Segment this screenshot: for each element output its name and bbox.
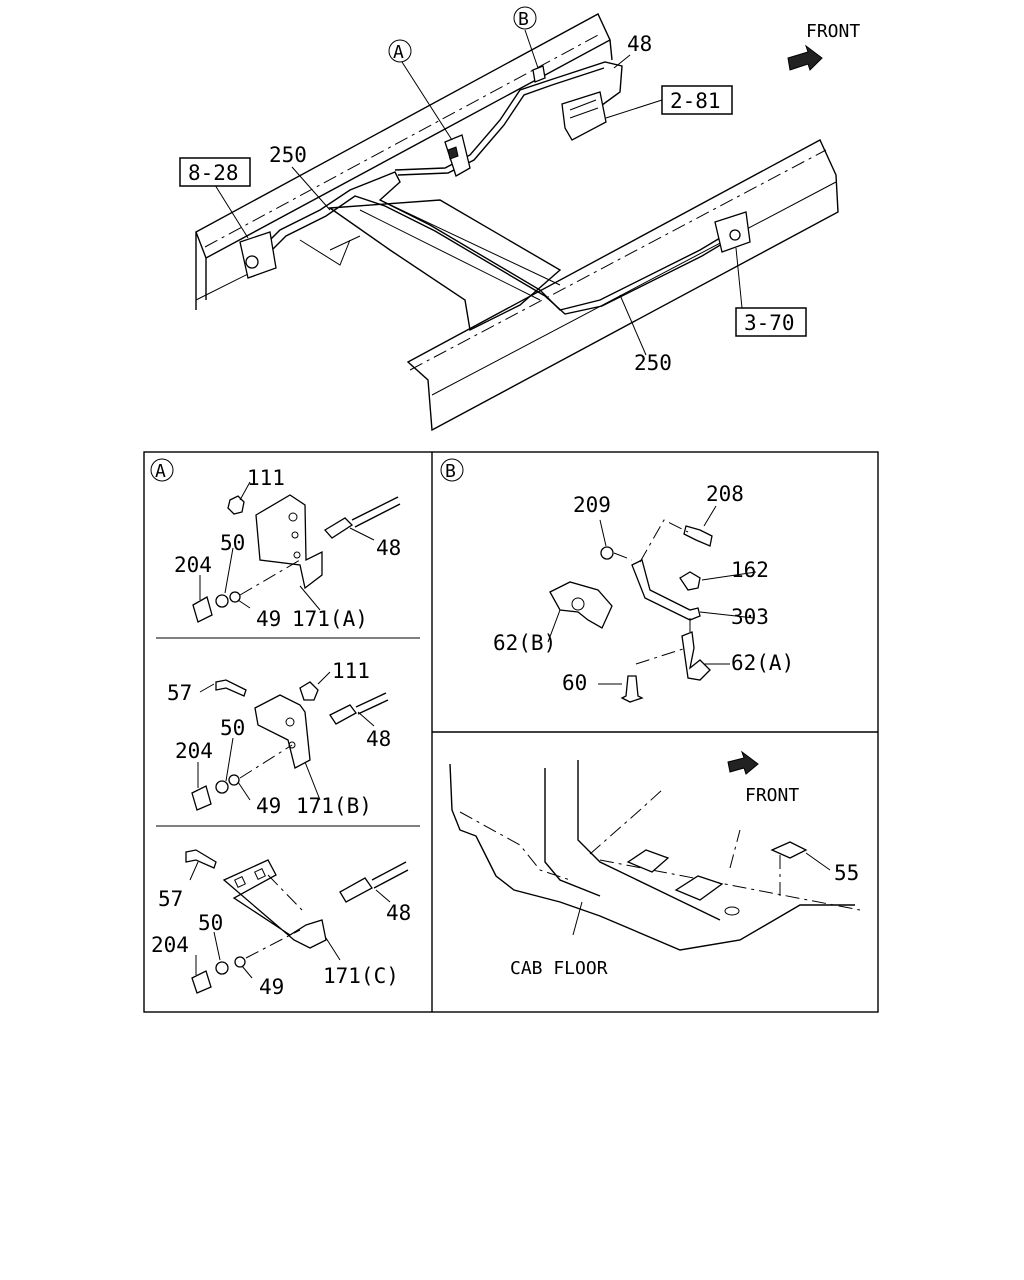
callout-250-lower: 250 xyxy=(634,351,672,375)
top-assembly-view: FRONT B A 48 2-81 8-28 250 3-70 250 xyxy=(179,6,860,432)
label-49-b: 49 xyxy=(256,794,281,818)
washer-49-b xyxy=(228,774,240,786)
bracket-171a xyxy=(255,494,323,590)
front-label: FRONT xyxy=(806,21,860,42)
label-62a: 62(A) xyxy=(731,651,794,675)
clamp-62a xyxy=(681,631,711,681)
bracket-171c xyxy=(222,859,327,949)
fitting-48-c xyxy=(339,877,373,903)
plug-55 xyxy=(770,841,808,859)
clip-b-top xyxy=(532,65,546,83)
label-48-b: 48 xyxy=(366,727,391,751)
floor-front-arrow-icon xyxy=(727,750,759,775)
panel-b: B 209 208 162 303 62(B) 62(A) 60 xyxy=(440,458,794,703)
label-57-b: 57 xyxy=(167,681,192,705)
floor-front-label: FRONT xyxy=(745,785,799,806)
panel-b-marker: B xyxy=(445,461,456,482)
panel-cab-floor: FRONT CAB FLOOR 55 xyxy=(449,750,861,979)
label-208: 208 xyxy=(706,482,744,506)
label-50-c: 50 xyxy=(198,911,223,935)
bolt-60 xyxy=(620,675,644,703)
fitting-48-a xyxy=(323,517,354,539)
label-57-c: 57 xyxy=(158,887,183,911)
nut-50-c xyxy=(215,961,229,975)
variant-b: 57 111 50 204 48 49 171(B) xyxy=(167,659,391,818)
label-171a: 171(A) xyxy=(292,607,368,631)
bolt-57-b xyxy=(215,679,247,697)
ref-2-81: 2-81 xyxy=(670,89,721,113)
cab-floor-outline xyxy=(449,760,855,951)
nut-50-a xyxy=(215,594,229,608)
nut-111-b xyxy=(299,681,319,701)
label-204-b: 204 xyxy=(175,739,213,763)
lower-frame-rail-centerline xyxy=(409,149,827,371)
panel-a: A 111 50 204 48 49 171(A) xyxy=(150,458,411,999)
label-204-c: 204 xyxy=(151,933,189,957)
ref-3-70: 3-70 xyxy=(744,311,795,335)
floor-pad-lower xyxy=(674,875,724,901)
label-50-b: 50 xyxy=(220,716,245,740)
label-303: 303 xyxy=(731,605,769,629)
label-60: 60 xyxy=(562,671,587,695)
panel-a-marker: A xyxy=(155,461,166,482)
cab-floor-label: CAB FLOOR xyxy=(510,958,608,979)
label-209: 209 xyxy=(573,493,611,517)
cap-204-b xyxy=(191,785,212,811)
label-171c: 171(C) xyxy=(323,964,399,988)
detail-frame xyxy=(143,451,879,1013)
callout-250-upper: 250 xyxy=(269,143,307,167)
label-111-b: 111 xyxy=(332,659,370,683)
label-111-a: 111 xyxy=(247,466,285,490)
floor-pad-upper xyxy=(626,849,670,873)
variant-c: 57 50 204 48 49 171(C) xyxy=(151,849,411,999)
label-171b: 171(B) xyxy=(296,794,372,818)
cap-204-a xyxy=(192,596,213,623)
label-162: 162 xyxy=(731,558,769,582)
component-8-28 xyxy=(239,231,277,279)
cap-204-c xyxy=(191,970,212,994)
label-55: 55 xyxy=(834,861,859,885)
variant-a: 111 50 204 48 49 171(A) xyxy=(174,466,401,631)
pipe-250 xyxy=(254,171,731,311)
nut-50-b xyxy=(215,780,229,794)
nut-209 xyxy=(600,546,614,560)
label-50-a: 50 xyxy=(220,531,245,555)
bracket-303 xyxy=(631,559,701,621)
nut-162 xyxy=(679,571,701,591)
label-204-a: 204 xyxy=(174,553,212,577)
nut-111-a xyxy=(227,495,245,515)
bolt-208 xyxy=(683,525,713,547)
ref-8-28: 8-28 xyxy=(188,161,239,185)
washer-49-c xyxy=(234,956,246,968)
fitting-48-b xyxy=(329,704,357,725)
bracket-a-top xyxy=(444,134,471,177)
clamp-62b xyxy=(549,581,613,629)
washer-49-a xyxy=(229,591,241,603)
component-3-70 xyxy=(714,211,751,253)
front-arrow-icon xyxy=(787,44,823,71)
detail-marker-a: A xyxy=(393,42,404,63)
label-48-c: 48 xyxy=(386,901,411,925)
bracket-171b xyxy=(254,694,311,769)
plug-hole xyxy=(724,906,740,916)
detail-marker-b: B xyxy=(518,9,529,30)
callout-48: 48 xyxy=(627,32,652,56)
label-49-c: 49 xyxy=(259,975,284,999)
upper-frame-rail xyxy=(195,13,613,310)
cross-member xyxy=(327,199,562,332)
label-62b: 62(B) xyxy=(493,631,556,655)
upper-frame-rail-centerline xyxy=(204,33,601,248)
lower-frame-rail xyxy=(406,139,839,432)
label-49-a: 49 xyxy=(256,607,281,631)
valve-2-81 xyxy=(561,91,607,141)
label-48-a: 48 xyxy=(376,536,401,560)
bolt-57-c xyxy=(185,849,217,869)
